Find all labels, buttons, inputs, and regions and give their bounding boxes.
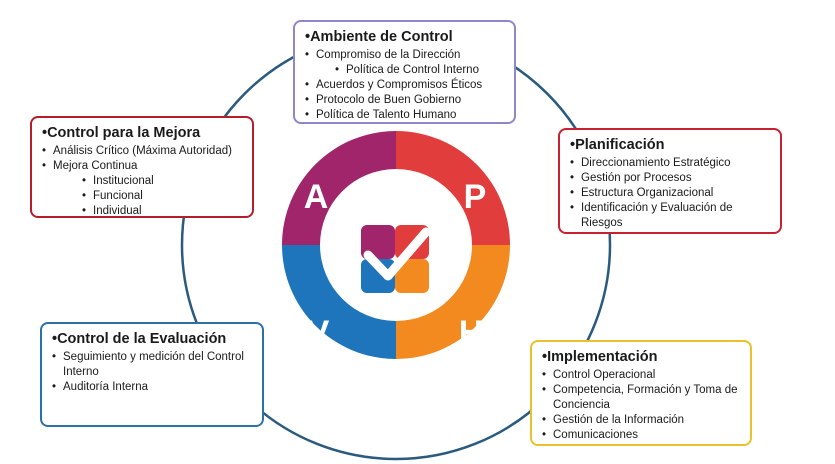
letter-h: H <box>459 314 484 352</box>
list-item: Individual <box>82 204 242 219</box>
list-item: Competencia, Formación y Toma de Concien… <box>542 383 740 413</box>
list-item: Mejora Continua <box>42 159 242 174</box>
control-evaluacion-box: Control de la Evaluación Seguimiento y m… <box>40 322 264 427</box>
implementacion-box: Implementación Control Operacional Compe… <box>530 340 752 446</box>
list-item: Acuerdos y Compromisos Éticos <box>305 78 504 93</box>
list-item: Análisis Crítico (Máxima Autoridad) <box>42 144 242 159</box>
planificacion-box: Planificación Direccionamiento Estratégi… <box>558 128 782 234</box>
implementacion-title: Implementación <box>542 348 740 367</box>
list-item: Auditoría Interna <box>52 380 252 395</box>
list-item: Gestión por Procesos <box>570 171 770 186</box>
list-item: Institucional <box>82 174 242 189</box>
letter-p: P <box>464 178 487 216</box>
list-item: Política de Talento Humano <box>305 108 504 123</box>
list-item: Identificación y Evaluación de Riesgos <box>570 201 770 231</box>
list-item: Protocolo de Buen Gobierno <box>305 93 504 108</box>
list-item: Control Operacional <box>542 368 740 383</box>
ambiente-de-control-box: Ambiente de Control Compromiso de la Dir… <box>293 20 516 124</box>
list-item: Direccionamiento Estratégico <box>570 156 770 171</box>
control-mejora-box: Control para la Mejora Análisis Crítico … <box>30 116 254 219</box>
planificacion-title: Planificación <box>570 136 770 155</box>
list-item: Estructura Organizacional <box>570 186 770 201</box>
evaluacion-title: Control de la Evaluación <box>52 330 252 349</box>
mejora-title: Control para la Mejora <box>42 124 242 143</box>
letter-v: V <box>307 314 330 352</box>
list-item: Funcional <box>82 189 242 204</box>
list-item: Política de Control Interno <box>335 63 504 78</box>
check-mark-icon <box>361 225 431 293</box>
list-item: Compromiso de la Dirección <box>305 48 504 63</box>
letter-a: A <box>304 178 329 216</box>
list-item: Gestión de la Información <box>542 413 740 428</box>
list-item: Comunicaciones <box>542 428 740 443</box>
ambiente-title: Ambiente de Control <box>305 28 504 47</box>
list-item: Seguimiento y medición del Control Inter… <box>52 350 252 380</box>
